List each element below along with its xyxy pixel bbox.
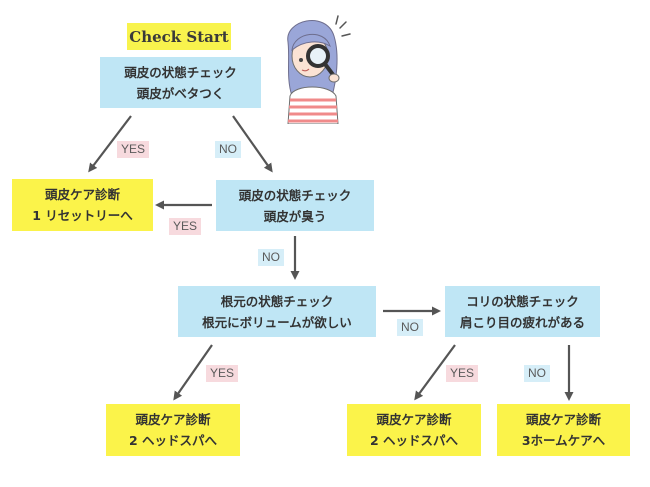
node-title: 頭皮の状態チェック bbox=[124, 64, 237, 80]
yes-tag: YES bbox=[446, 365, 479, 382]
result-node-homecare: 頭皮ケア診断 3ホームケアへ bbox=[497, 404, 630, 456]
result-title: 頭皮ケア診断 bbox=[44, 187, 120, 202]
yes-tag: YES bbox=[206, 365, 239, 382]
no-tag: NO bbox=[215, 141, 241, 158]
no-tag: NO bbox=[397, 319, 423, 336]
yes-tag: YES bbox=[169, 218, 202, 235]
node-question: 頭皮がベタつく bbox=[136, 85, 225, 101]
result-text: 2 ヘッドスパへ bbox=[369, 433, 459, 448]
check-node-root-volume: 根元の状態チェック 根元にボリュームが欲しい bbox=[178, 286, 376, 337]
arrow-q3-yes bbox=[173, 344, 213, 401]
arrow-q1-no bbox=[232, 115, 273, 173]
result-text: 2 ヘッドスパへ bbox=[128, 433, 218, 448]
result-title: 頭皮ケア診断 bbox=[135, 412, 211, 427]
result-title: 頭皮ケア診断 bbox=[376, 412, 452, 427]
check-node-scalp-smell: 頭皮の状態チェック 頭皮が臭う bbox=[216, 180, 374, 231]
check-node-stiffness: コリの状態チェック 肩こり目の疲れがある bbox=[445, 286, 600, 337]
node-title: コリの状態チェック bbox=[466, 293, 579, 309]
result-node-headspa-left: 頭皮ケア診断 2 ヘッドスパへ bbox=[106, 404, 240, 456]
node-question: 頭皮が臭う bbox=[263, 208, 327, 224]
check-node-scalp-sticky: 頭皮の状態チェック 頭皮がベタつく bbox=[100, 57, 261, 108]
result-node-headspa-right: 頭皮ケア診断 2 ヘッドスパへ bbox=[347, 404, 481, 456]
result-title: 頭皮ケア診断 bbox=[525, 412, 601, 427]
yes-tag: YES bbox=[117, 141, 150, 158]
arrow-q4-yes bbox=[414, 344, 456, 401]
node-question: 肩こり目の疲れがある bbox=[459, 314, 585, 330]
woman-magnifier-illustration bbox=[287, 15, 351, 124]
check-start-badge: Check Start bbox=[127, 23, 231, 50]
no-tag: NO bbox=[524, 365, 550, 382]
arrow-q1-yes bbox=[88, 115, 132, 173]
node-title: 頭皮の状態チェック bbox=[238, 187, 352, 203]
result-node-reset: 頭皮ケア診断 1 リセットリーへ bbox=[12, 179, 153, 231]
no-tag: NO bbox=[258, 249, 284, 266]
node-question: 根元にボリュームが欲しい bbox=[202, 314, 352, 330]
node-title: 根元の状態チェック bbox=[220, 293, 334, 309]
result-text: 3ホームケアへ bbox=[521, 433, 606, 448]
result-text: 1 リセットリーへ bbox=[32, 208, 133, 223]
